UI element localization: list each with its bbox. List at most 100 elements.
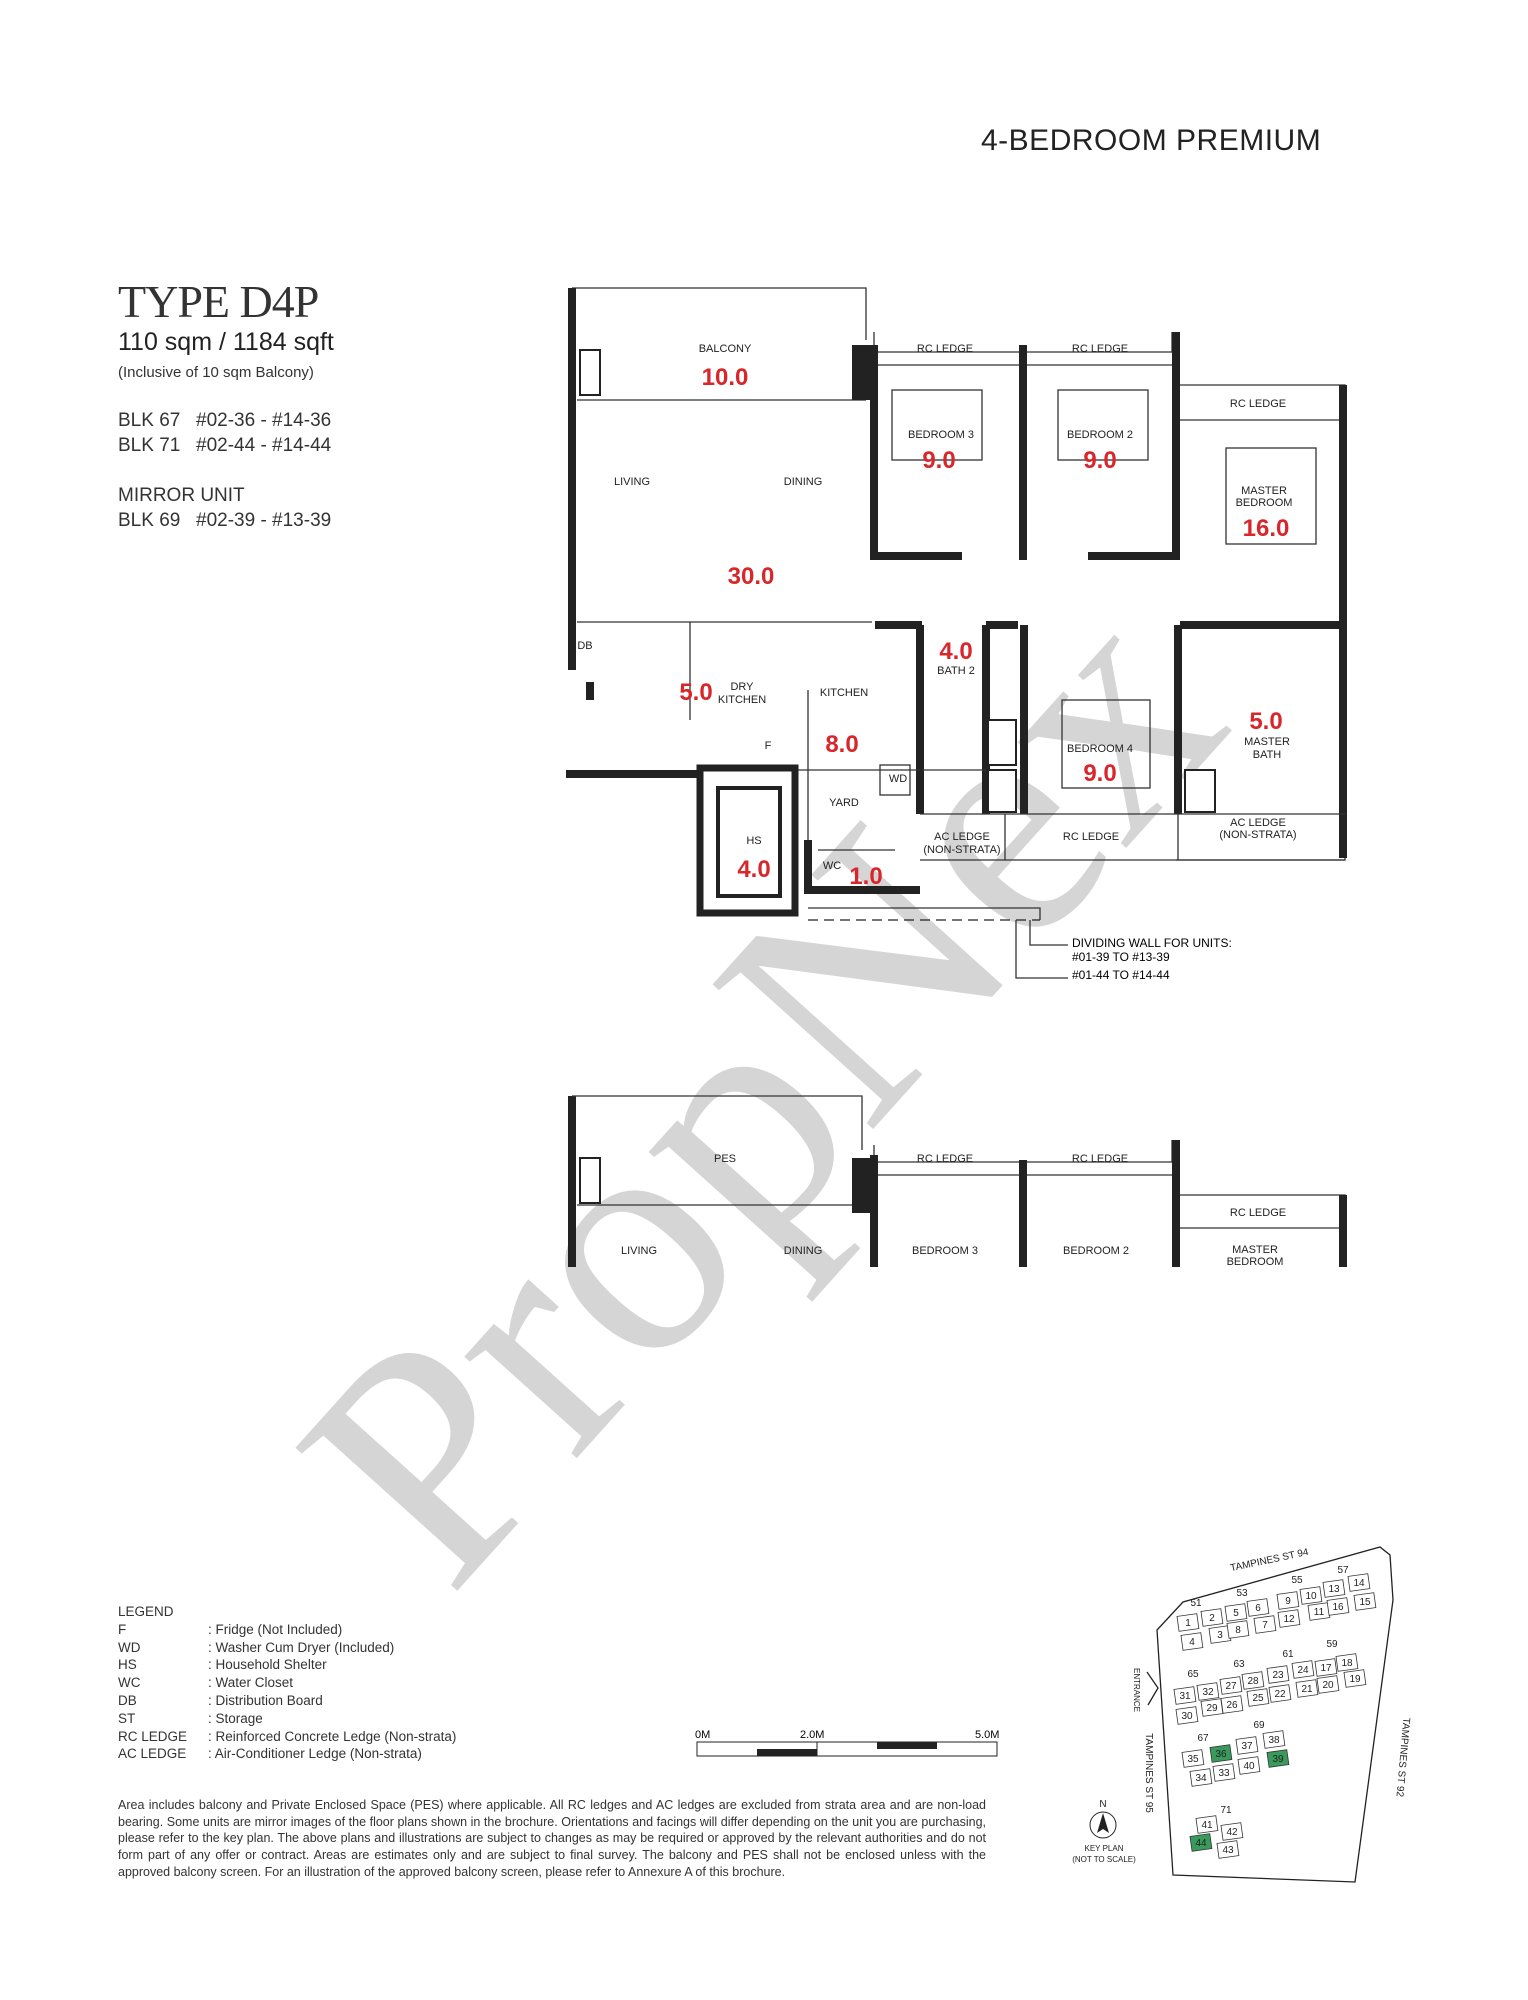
block-number: 69 (1253, 1720, 1265, 1731)
unit-number: 43 (1222, 1845, 1234, 1856)
rc-ledge-label: RC LEDGE (1072, 1153, 1128, 1165)
unit-number: 34 (1195, 1773, 1207, 1784)
bath2-label: BATH 2 (937, 665, 975, 677)
hs-label: HS (746, 835, 761, 847)
legend-desc: : Household Shelter (208, 1657, 327, 1673)
unit-number: 28 (1247, 1676, 1259, 1687)
unit-number: 31 (1179, 1691, 1191, 1702)
unit (1226, 1620, 1250, 1639)
unit-number: 5 (1233, 1608, 1239, 1619)
legend-item: DB: Distribution Board (118, 1692, 456, 1710)
unit-number: 29 (1206, 1703, 1218, 1714)
unit-number: 44 (1195, 1838, 1207, 1849)
legend-desc: : Washer Cum Dryer (Included) (208, 1639, 395, 1655)
block-number: 51 (1190, 1598, 1202, 1609)
rc-ledge-label: RC LEDGE (917, 1153, 973, 1165)
bath2-area: 4.0 (939, 638, 972, 665)
legend-items: F: Fridge (Not Included)WD: Washer Cum D… (118, 1621, 456, 1763)
dividing-wall-note: #01-44 TO #14-44 (1072, 968, 1170, 982)
unit-number: 33 (1218, 1768, 1230, 1779)
unit-number: 26 (1226, 1700, 1238, 1711)
unit-range: #02-44 - #14-44 (196, 435, 332, 456)
block-row: BLK 67#02-36 - #14-36 (118, 408, 331, 433)
legend: LEGEND F: Fridge (Not Included)WD: Washe… (118, 1603, 456, 1763)
unit (1316, 1675, 1340, 1694)
unit-number: 8 (1235, 1625, 1241, 1636)
unit-number: 22 (1274, 1689, 1286, 1700)
dry-kitchen-label: DRY (730, 681, 754, 693)
unit (1220, 1822, 1244, 1841)
unit-number: 30 (1181, 1711, 1193, 1722)
entrance-label: ENTRANCE (1132, 1668, 1141, 1712)
scale-tick: 5.0M (975, 1729, 999, 1741)
unit-number: 7 (1262, 1620, 1268, 1631)
unit (1277, 1609, 1301, 1628)
unit-number: 16 (1332, 1602, 1344, 1613)
unit-number: 35 (1187, 1754, 1199, 1765)
plan-walls (566, 287, 1347, 979)
bedroom2-area: 9.0 (1083, 447, 1116, 474)
rc-ledge-label: RC LEDGE (1230, 398, 1286, 410)
mirror-unit-label: MIRROR UNIT (118, 485, 245, 506)
rc-ledge-label: RC LEDGE (1072, 343, 1128, 355)
unit-number: 2 (1209, 1613, 1215, 1624)
ground-floor-plan: PES RC LEDGE RC LEDGE RC LEDGE LIVING DI… (568, 1095, 1347, 1268)
block-number: BLK 71 (118, 435, 181, 456)
unit-number: 15 (1359, 1597, 1371, 1608)
unit (1176, 1613, 1200, 1632)
key-plan-title: KEY PLAN (1085, 1844, 1124, 1853)
unit-number: 36 (1215, 1749, 1227, 1760)
unit (1237, 1756, 1261, 1775)
unit (1322, 1579, 1346, 1598)
unit-number: 38 (1268, 1735, 1280, 1746)
unit-number: 9 (1285, 1596, 1291, 1607)
unit (1180, 1632, 1204, 1651)
legend-desc: : Reinforced Concrete Ledge (Non-strata) (208, 1728, 457, 1744)
bedroom3-label: BEDROOM 3 (908, 429, 974, 441)
legend-key: ST (118, 1710, 136, 1726)
legend-desc: : Distribution Board (208, 1692, 323, 1708)
unit (1219, 1676, 1243, 1695)
unit (1326, 1597, 1350, 1616)
balcony-label: BALCONY (699, 343, 752, 355)
block-number: BLK 69 (118, 510, 181, 531)
entrance-arrow-icon (1146, 1671, 1159, 1706)
unit-number: 19 (1349, 1674, 1361, 1685)
legend-item: AC LEDGE: Air-Conditioner Ledge (Non-str… (118, 1745, 456, 1763)
block-number: 53 (1236, 1588, 1248, 1599)
ac-ledge-label: (NON-STRATA) (923, 844, 1000, 856)
unit-number: 41 (1201, 1820, 1213, 1831)
street-label: TAMPINES ST 92 (1394, 1717, 1412, 1798)
unit (1314, 1658, 1338, 1677)
master-bedroom-label: MASTER (1241, 485, 1287, 497)
living-dining-area: 30.0 (728, 563, 775, 590)
unit (1335, 1653, 1359, 1672)
master-bath-label: BATH (1253, 749, 1282, 761)
master-bedroom-label: BEDROOM (1227, 1256, 1284, 1268)
yard-label: YARD (829, 797, 859, 809)
unit-highlighted (1266, 1749, 1290, 1768)
unit (1299, 1586, 1323, 1605)
legend-desc: : Water Closet (208, 1675, 294, 1691)
unit (1343, 1669, 1367, 1688)
balcony-area: 10.0 (702, 364, 749, 391)
block-row: BLK 71 #02-44 - #14-44 (118, 433, 331, 458)
block-number: 57 (1337, 1565, 1349, 1576)
db-label: DB (577, 640, 592, 652)
unit-number: 4 (1189, 1637, 1195, 1648)
bedroom4-area: 9.0 (1083, 760, 1116, 787)
ac-ledge-label: (NON-STRATA) (1219, 829, 1296, 841)
unit-highlighted (1189, 1833, 1213, 1852)
dry-kitchen-label: KITCHEN (718, 694, 766, 706)
unit-number: 27 (1225, 1681, 1237, 1692)
unit-number: 37 (1241, 1741, 1253, 1752)
north-label: N (1099, 1799, 1106, 1810)
north-arrow-icon (1097, 1813, 1109, 1833)
unit (1276, 1591, 1300, 1610)
ac-ledge-label: AC LEDGE (934, 831, 990, 843)
unit-number: 14 (1353, 1578, 1365, 1589)
block-number: 65 (1187, 1669, 1199, 1680)
fridge-label: F (765, 740, 772, 752)
legend-desc: : Air-Conditioner Ledge (Non-strata) (208, 1746, 422, 1762)
